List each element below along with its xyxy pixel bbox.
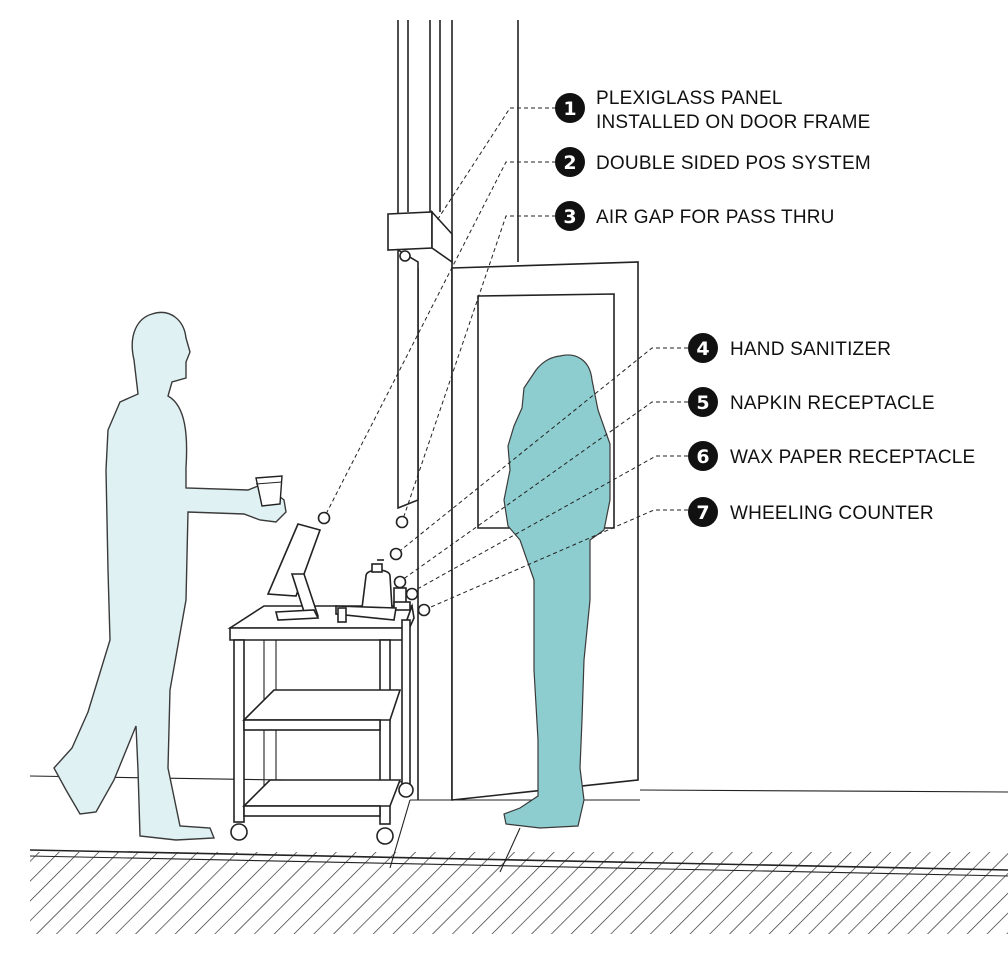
staff-silhouette	[503, 354, 611, 829]
point-5	[393, 575, 407, 589]
customer-figure	[53, 311, 287, 841]
wheeling-counter	[227, 602, 415, 845]
leader-3	[401, 215, 556, 523]
callout-2-label: DOUBLE SIDED POS SYSTEM	[596, 153, 871, 174]
staff-figure	[503, 354, 611, 829]
plexiglass-panel	[387, 209, 453, 510]
callout-2-number: 2	[563, 152, 576, 174]
customer-silhouette	[53, 311, 287, 841]
callout-1: 1 PLEXIGLASS PANEL INSTALLED ON DOOR FRA…	[555, 88, 871, 133]
leader-1	[435, 107, 556, 223]
callout-3-badge	[555, 201, 585, 231]
callout-7-number: 7	[696, 502, 709, 524]
leader-points	[317, 511, 431, 617]
callout-4-label: HAND SANITIZER	[730, 339, 891, 360]
callout-4: 4 HAND SANITIZER	[688, 333, 891, 363]
callout-5-label: NAPKIN RECEPTACLE	[730, 393, 935, 414]
callout-4-badge	[688, 333, 718, 363]
callout-5-number: 5	[696, 392, 709, 414]
leader-5	[401, 401, 688, 581]
point-6	[405, 587, 419, 601]
callout-6-label: WAX PAPER RECEPTACLE	[730, 447, 975, 468]
point-3	[395, 515, 409, 529]
callout-7: 7 WHEELING COUNTER	[688, 497, 934, 527]
callout-3-label: AIR GAP FOR PASS THRU	[596, 207, 835, 228]
point-2	[317, 511, 331, 525]
point-4	[389, 547, 403, 561]
leader-lines	[323, 107, 688, 611]
counter-items	[266, 523, 411, 623]
callout-2: 2 DOUBLE SIDED POS SYSTEM	[555, 147, 871, 177]
callout-7-label: WHEELING COUNTER	[730, 503, 934, 524]
callout-4-number: 4	[696, 338, 709, 360]
callout-2-badge	[555, 147, 585, 177]
hand-sanitizer-bottle	[361, 569, 393, 612]
leader-4	[395, 347, 688, 555]
callout-1-badge	[555, 93, 585, 123]
ground-hatch	[30, 852, 1008, 934]
callout-6: 6 WAX PAPER RECEPTACLE	[688, 441, 975, 471]
callout-6-badge	[688, 441, 718, 471]
point-7	[417, 603, 431, 617]
callout-1-label-line-2: INSTALLED ON DOOR FRAME	[596, 112, 871, 133]
callout-5-badge	[688, 387, 718, 417]
leader-6	[411, 455, 688, 593]
callout-3: 3 AIR GAP FOR PASS THRU	[555, 201, 835, 231]
ground	[29, 775, 1008, 934]
callout-1-label-line-1: PLEXIGLASS PANEL	[596, 88, 783, 109]
callout-5: 5 NAPKIN RECEPTACLE	[688, 387, 935, 417]
callout-6-number: 6	[696, 446, 709, 468]
callout-1-number: 1	[563, 98, 576, 120]
callout-3-number: 3	[563, 206, 576, 228]
callout-7-badge	[688, 497, 718, 527]
leader-2	[323, 161, 556, 519]
